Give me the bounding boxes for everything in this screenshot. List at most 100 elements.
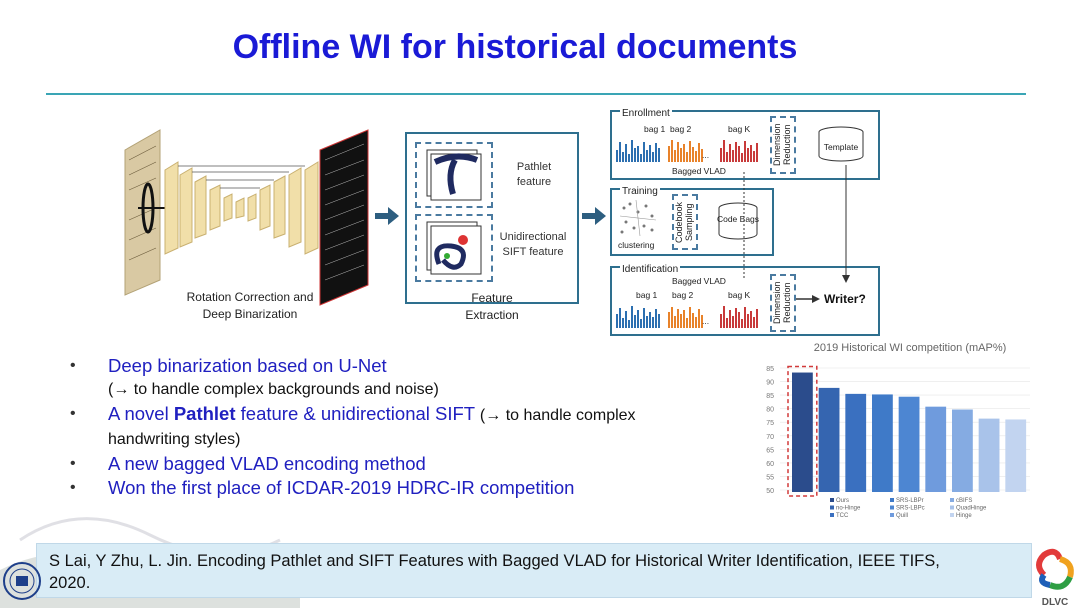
pathlet-label-line2: feature	[516, 176, 552, 188]
chart-bar	[845, 393, 867, 492]
identification-title: Identification	[620, 264, 681, 275]
feature-extraction-box: Pathlet feature Unidirectional SIFT feat…	[405, 132, 579, 304]
enrollment-box: Enrollment bag 1 bag 2 bag K ... Dimensi…	[610, 108, 880, 180]
template-label: Template	[823, 142, 859, 152]
pathlet-image-frame	[415, 142, 493, 208]
bullet-marker: •	[70, 479, 76, 496]
chart-bar	[952, 409, 973, 492]
code-bags-label: Code Bags	[716, 214, 760, 224]
chart-ytick-label: 70	[766, 434, 774, 441]
ident-dots: ...	[702, 316, 710, 326]
code-bags-cylinder-icon	[718, 202, 758, 240]
enroll-bag1-label: bag 1	[644, 124, 666, 134]
pathlet-glyph-icon	[426, 149, 482, 201]
unet-caption-line2: Deep Binarization	[202, 307, 298, 321]
enroll-bagk-label: bag K	[728, 124, 751, 134]
writer-output-label: Writer?	[824, 292, 866, 306]
chart-bar	[1005, 419, 1027, 492]
enrollment-title: Enrollment	[620, 108, 672, 119]
bullet-marker: •	[70, 405, 76, 422]
bullet-item: • A new bagged VLAD encoding method	[70, 452, 720, 476]
bullet-item: • Won the first place of ICDAR-2019 HDRC…	[70, 476, 720, 500]
chart-bar	[898, 396, 920, 492]
right-arrow-icon	[582, 207, 606, 225]
feature-caption: Feature Extraction	[405, 290, 579, 324]
unet-diagram	[124, 129, 369, 306]
chart-legend-label: cBIFS	[956, 498, 972, 504]
feature-caption-line2: Extraction	[465, 308, 519, 322]
training-title: Training	[620, 186, 660, 197]
chart-legend-swatch	[890, 513, 894, 517]
sift-label-line1: Unidirectional	[499, 231, 567, 243]
chart-title: 2019 Historical WI competition (mAP%)	[813, 342, 1007, 354]
chart-legend-swatch	[830, 505, 834, 510]
chart-bar	[792, 372, 813, 492]
chart-legend-label: Ours	[836, 498, 849, 504]
chart-ytick-label: 60	[766, 461, 774, 468]
chart-legend-label: QuadHinge	[956, 506, 987, 512]
enroll-bag2-label: bag 2	[670, 124, 692, 134]
ident-bagk-label: bag K	[728, 290, 751, 300]
bullet-text-pre: A novel	[108, 403, 174, 424]
to-writer-arrow-icon	[796, 295, 820, 303]
bullet-marker: •	[70, 357, 76, 374]
clustering-icon	[619, 199, 657, 237]
bullet-subtext: (→ to handle complex backgrounds and noi…	[108, 381, 439, 398]
bullet-text-post: feature & unidirectional SIFT	[235, 403, 480, 424]
chart-ytick-label: 90	[766, 380, 774, 387]
university-seal-icon	[3, 562, 41, 600]
bullet-text: A new bagged VLAD encoding method	[108, 453, 426, 474]
pathlet-label: Pathlet feature	[499, 160, 569, 190]
chart-legend-swatch	[890, 498, 894, 502]
chart-ytick-label: 55	[766, 474, 774, 481]
bullet-list: • Deep binarization based on U-Net (→ to…	[70, 354, 720, 500]
chart-bar	[872, 394, 893, 492]
sift-image-frame	[415, 214, 493, 282]
ident-bag1-label: bag 1	[636, 290, 658, 300]
training-box: Training clustering Codebook Sampling Co…	[610, 186, 774, 256]
chart-bar	[978, 418, 1000, 492]
bullet-text-bold: Pathlet	[173, 403, 236, 424]
chart-bar	[818, 387, 840, 492]
logo-text: DLVC	[1042, 597, 1068, 608]
chart-ytick-label: 75	[766, 420, 774, 427]
citation-line1: S Lai, Y Zhu, L. Jin. Encoding Pathlet a…	[49, 552, 940, 570]
title-divider	[46, 93, 1026, 95]
chart-highlight-box	[787, 365, 818, 497]
unet-caption-line1: Rotation Correction and	[186, 290, 314, 304]
pathlet-label-line1: Pathlet	[516, 161, 552, 173]
chart-legend-label: Quill	[896, 513, 908, 519]
chart-legend-label: SRS-LBPr	[896, 498, 924, 504]
codebook-sampling: Codebook Sampling	[672, 194, 698, 250]
chart-ytick-label: 80	[766, 407, 774, 414]
chart-legend-swatch	[830, 498, 834, 502]
bullet-subtext-2: handwriting styles)	[108, 431, 241, 448]
chart-legend-label: Hinge	[956, 513, 972, 519]
ident-bag2-label: bag 2	[672, 290, 694, 300]
chart-legend-swatch	[950, 498, 954, 502]
pipeline-connectors	[743, 165, 850, 283]
feature-caption-line1: Feature	[471, 291, 513, 305]
chart-legend-swatch	[950, 505, 954, 510]
chart-ytick-label: 85	[766, 366, 774, 373]
ident-histograms	[616, 306, 758, 328]
dlvc-logo-icon: DLVC	[1036, 548, 1074, 608]
chart-legend-swatch	[950, 513, 954, 517]
chart-ytick-label: 85	[766, 393, 774, 400]
slide-title: Offline WI for historical documents	[232, 28, 798, 66]
chart-legend-swatch	[890, 505, 894, 510]
clustering-label: clustering	[618, 240, 655, 250]
enroll-dots: ...	[702, 150, 710, 160]
right-arrow-icon	[375, 207, 399, 225]
citation-box: S Lai, Y Zhu, L. Jin. Encoding Pathlet a…	[36, 543, 1032, 598]
sift-label-line2: SIFT feature	[502, 246, 564, 258]
citation-line2: 2020.	[49, 574, 91, 592]
unet-caption: Rotation Correction and Deep Binarizatio…	[150, 289, 350, 323]
bullet-item: • A novel Pathlet feature & unidirection…	[70, 402, 720, 452]
enroll-bagged-vlad-label: Bagged VLAD	[672, 166, 726, 176]
chart-legend-label: no-Hinge	[836, 506, 861, 512]
bullet-subtext: (→ to handle complex	[479, 407, 636, 424]
identification-box: Identification Bagged VLAD bag 1 bag 2 b…	[610, 264, 880, 336]
chart-ytick-label: 65	[766, 447, 774, 454]
bullet-marker: •	[70, 455, 76, 472]
